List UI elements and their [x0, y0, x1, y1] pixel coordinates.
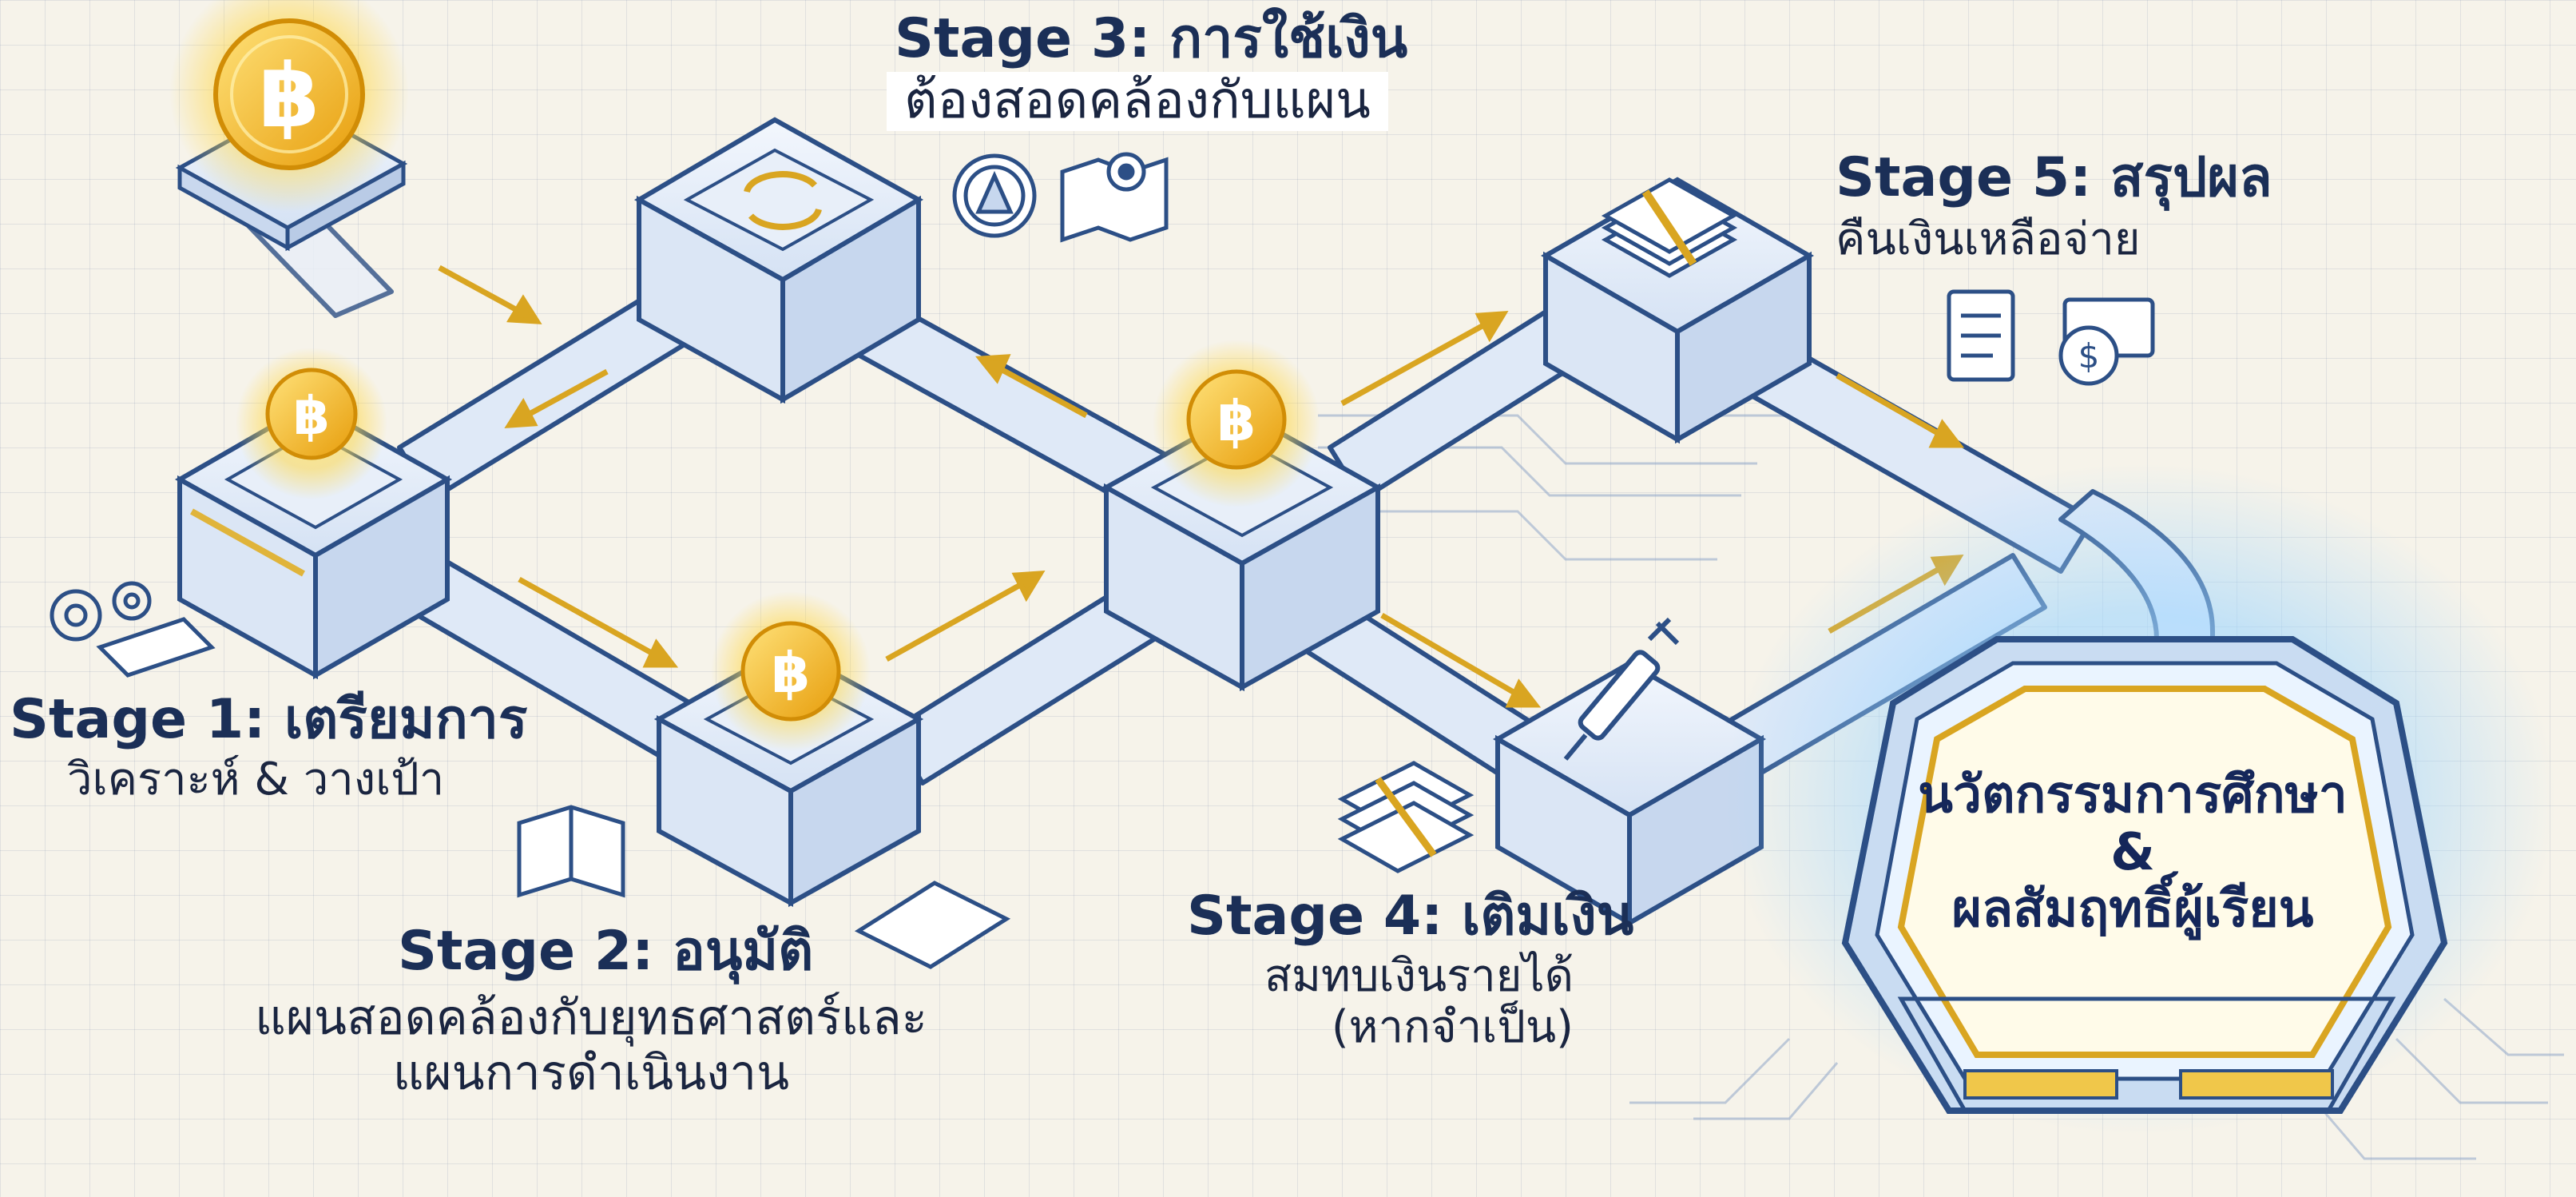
stage-3-box [633, 117, 924, 404]
blueprint-card-icon [96, 617, 216, 678]
stage-4-box [1492, 617, 1767, 928]
stage-5-title: Stage 5: สรุปผล [1836, 146, 2272, 209]
stage-4-title: Stage 4: เติมเงิน [1187, 885, 1634, 948]
stage-3-title: Stage 3: การใช้เงิน [895, 7, 1408, 70]
stage-1-subtitle: วิเคราะห์ & วางเป้า [67, 754, 445, 805]
svg-text:฿: ฿ [293, 385, 330, 447]
stage-1-box: ฿ [174, 348, 453, 680]
seal-icon [952, 153, 1037, 238]
svg-text:฿: ฿ [1217, 388, 1256, 454]
svg-text:฿: ฿ [772, 640, 811, 706]
stage-3-subtitle: ต้องสอดคล้องกับแผน [887, 71, 1388, 131]
hub-hexagon [1725, 463, 2556, 1135]
stage-2-title: Stage 2: อนุมัติ [398, 920, 814, 983]
syringe-icon [1563, 617, 1680, 761]
hub-line-3: ผลสัมฤทธิ์ผู้เรียน [1951, 880, 2314, 940]
stage-1-title: Stage 1: เตรียมการ [10, 688, 528, 751]
map-pin-icon [1060, 152, 1169, 243]
dollar-bill-icon: $ [2058, 297, 2155, 386]
stage-2-subtitle: แผนสอดคล้องกับยุทธศาสตร์และแผนการดำเนินง… [255, 990, 927, 1101]
treasure-map-icon [854, 881, 1011, 969]
svg-text:$: $ [2078, 336, 2100, 376]
coin-symbol: ฿ [259, 45, 320, 147]
hub-line-2: & [2110, 822, 2155, 882]
stage-4-subtitle: สมทบเงินรายได้ (หากจำเป็น) [1264, 950, 1574, 1054]
stage-5-subtitle: คืนเงินเหลือจ่าย [1836, 213, 2141, 265]
cash-stack-icon [1601, 177, 1738, 278]
hub-label: นวัตกรรมการศึกษา & ผลสัมฤทธิ์ผู้เรียน [1885, 766, 2380, 940]
hub-line-1: นวัตกรรมการศึกษา [1918, 766, 2348, 825]
folded-map-icon [517, 805, 625, 898]
stage-5-box [1540, 177, 1815, 444]
start-coin: ฿ [169, 0, 409, 252]
money-stack-icon [1337, 761, 1475, 873]
center-junction-box: ฿ [1101, 340, 1383, 692]
gears-icon [50, 581, 152, 642]
document-icon [1947, 289, 2015, 382]
stage-2-box: ฿ [653, 591, 924, 908]
